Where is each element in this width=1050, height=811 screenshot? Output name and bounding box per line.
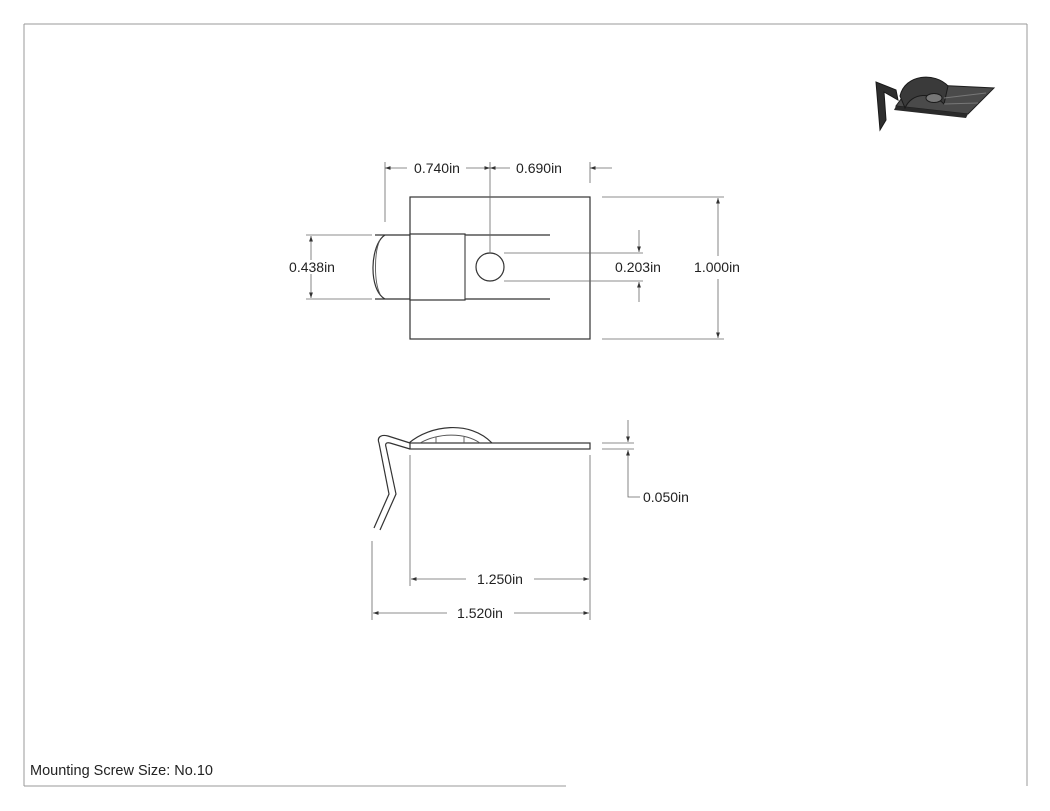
dim-overall-height: 1.000in [694,259,740,275]
mounting-hole [475,252,505,282]
plate-side-profile [409,442,591,450]
dim-overall-length: 1.520in [457,605,503,621]
clamp-tip [372,234,386,300]
dim-hole-diameter: 0.203in [615,259,661,275]
dim-thickness: 0.050in [643,489,689,505]
dim-width-left: 0.740in [414,160,460,176]
clamp-band [409,233,466,301]
bent-clip-profile [373,434,411,529]
top-view: 0.740in 0.690in 0.438in 0.203in 1.000in [289,160,740,340]
isometric-view [875,76,996,132]
dim-plate-length: 1.250in [477,571,523,587]
dim-width-right: 0.690in [516,160,562,176]
side-view: 0.050in 1.250in 1.520in [371,420,689,621]
mounting-screw-note: Mounting Screw Size: No.10 [30,763,213,779]
dim-slot-height: 0.438in [289,259,335,275]
clamp-arc [408,427,493,444]
sheet-border [23,23,1028,787]
